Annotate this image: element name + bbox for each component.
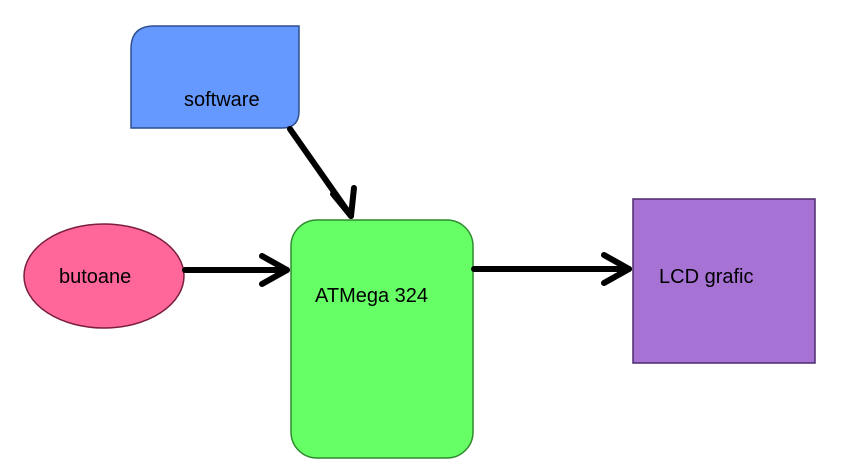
buttons-shape bbox=[23, 223, 185, 329]
lcd-label: LCD grafic bbox=[659, 266, 753, 288]
software-node: software bbox=[130, 25, 300, 129]
buttons-label: butoane bbox=[59, 266, 131, 288]
software-shape bbox=[130, 25, 300, 129]
arrow-buttons-to-mcu bbox=[182, 253, 290, 287]
mcu-shape bbox=[290, 219, 474, 459]
mcu-node: ATMega 324 bbox=[290, 219, 474, 459]
lcd-shape bbox=[632, 198, 816, 364]
software-label: software bbox=[184, 89, 260, 111]
mcu-label: ATMega 324 bbox=[315, 285, 428, 307]
arrow-mcu-to-lcd bbox=[471, 252, 632, 286]
buttons-node: butoane bbox=[23, 223, 185, 329]
arrow-software-to-mcu bbox=[287, 126, 357, 219]
lcd-node: LCD grafic bbox=[632, 198, 816, 364]
